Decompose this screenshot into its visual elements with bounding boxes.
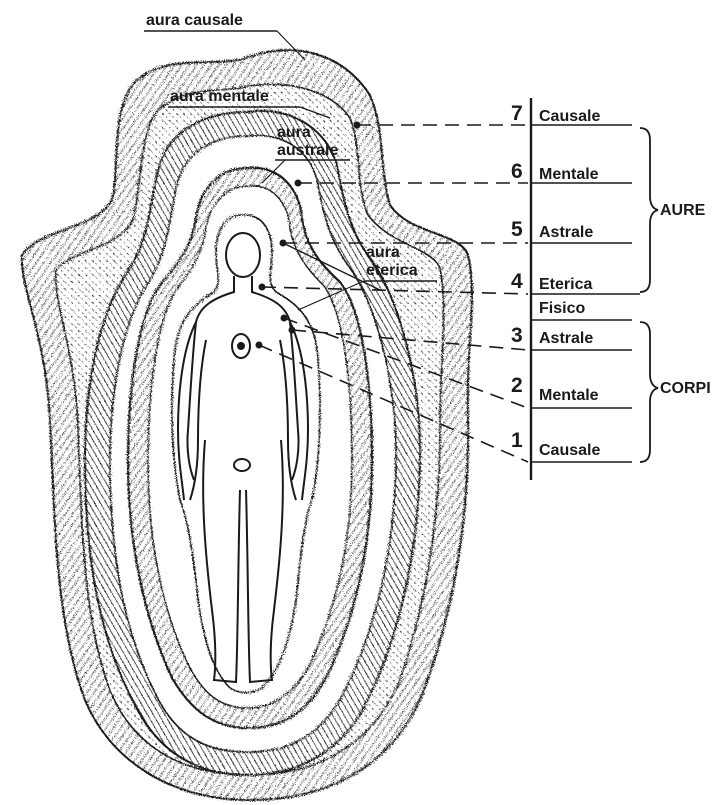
scale-level-fisico: Fisico [531,300,632,320]
scale-level-1: 1 Causale [511,429,632,462]
scale-level-5: 5 Astrale [511,218,632,243]
aura-eterica-label-2: eterica [366,262,418,279]
scale-name-5: Astrale [539,224,593,241]
scale-name-2: Mentale [539,387,599,404]
scale-number-1: 1 [511,429,523,452]
aura-australe-label-1: aura [277,124,311,141]
corpi-brace [640,322,658,462]
aure-brace [640,128,658,292]
scale: 7 Causale 6 Mentale 5 Astrale 4 Eterica … [511,98,711,480]
scale-number-7: 7 [511,102,523,125]
scale-number-4: 4 [511,270,523,293]
scale-number-6: 6 [511,160,523,183]
scale-name-1: Causale [539,442,600,459]
scale-name-3: Astrale [539,330,593,347]
scale-number-3: 3 [511,324,523,347]
scale-name-7: Causale [539,108,600,125]
corpi-label: CORPI [660,380,711,397]
scale-level-2: 2 Mentale [511,374,632,408]
aura-australe-label-2: australe [277,142,338,159]
scale-number-2: 2 [511,374,523,397]
scale-name-fisico: Fisico [539,300,585,317]
scale-level-7: 7 Causale [511,102,632,125]
scale-level-6: 6 Mentale [511,160,632,183]
aure-label: AURE [660,202,706,219]
scale-name-4: Eterica [539,276,592,293]
scale-level-3: 3 Astrale [511,324,632,350]
scale-number-5: 5 [511,218,523,241]
aura-mentale-label: aura mentale [170,88,269,105]
scale-name-6: Mentale [539,166,599,183]
aura-causale-label: aura causale [146,12,243,29]
aura-eterica-label-1: aura [366,244,400,261]
